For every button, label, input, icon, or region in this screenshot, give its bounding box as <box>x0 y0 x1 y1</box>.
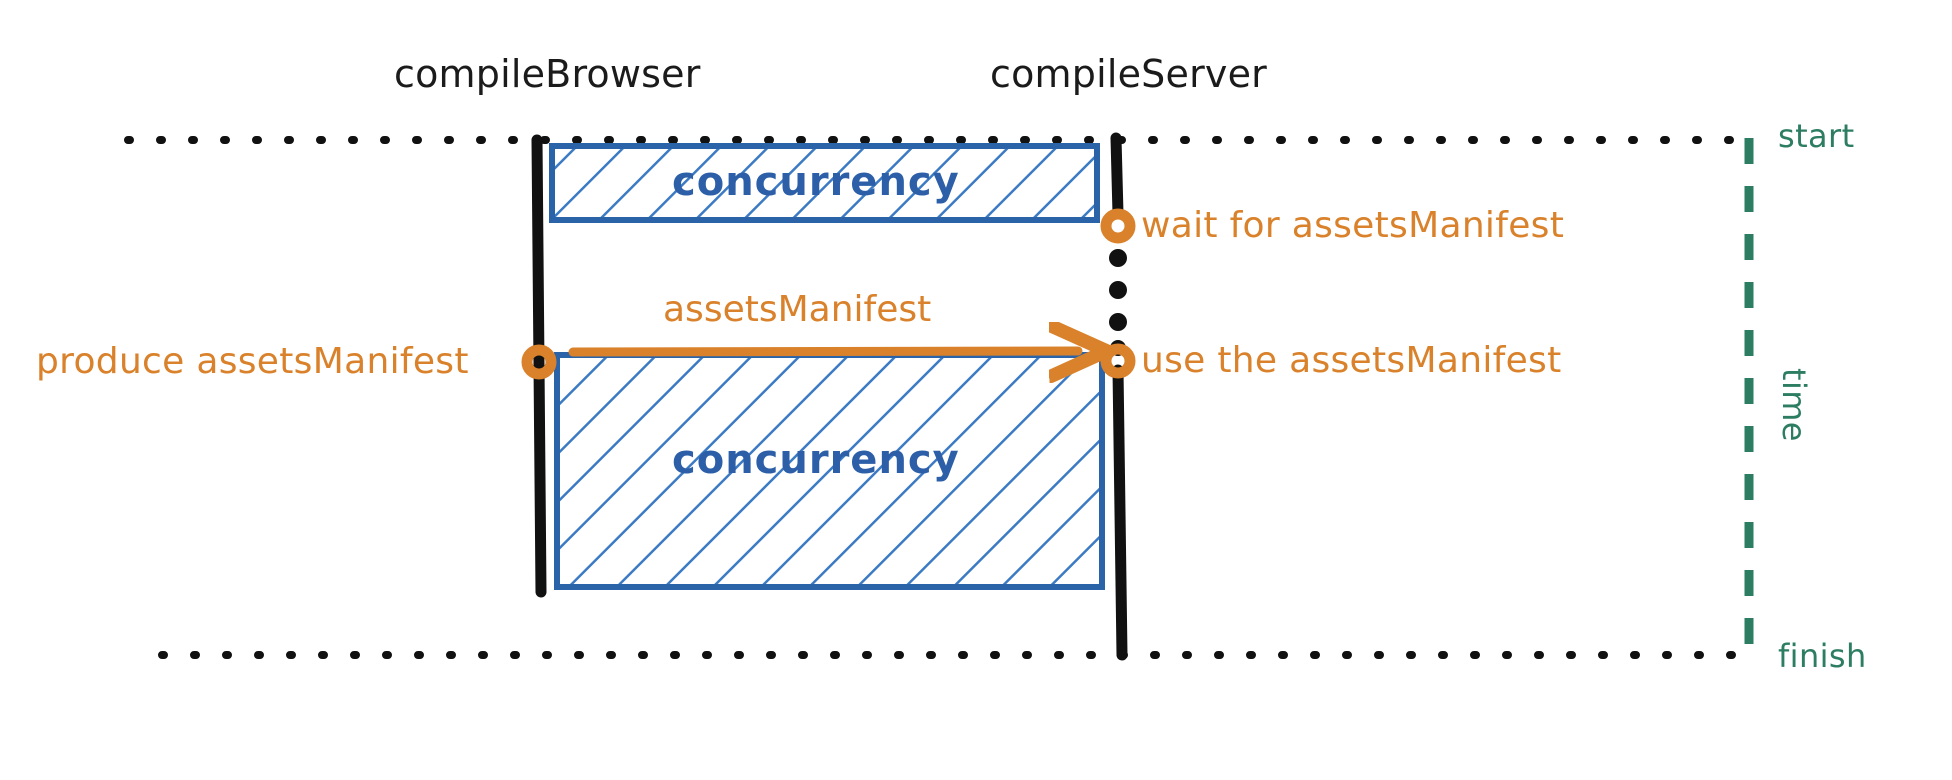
lifeline-compile-browser <box>531 134 547 598</box>
concurrency-label-top: concurrency <box>672 159 960 205</box>
message-arrow-assets-manifest <box>568 351 1078 352</box>
lifeline-waiting-dots <box>1109 249 1127 356</box>
event-marker-use-the-assets-manifest <box>1100 343 1136 379</box>
concurrency-block-bottom <box>554 352 1105 590</box>
concurrency-label-bottom: concurrency <box>672 437 960 483</box>
event-label-produce-assets-manifest: produce assetsManifest <box>36 341 469 382</box>
lane-title-compile-server: compileServer <box>990 52 1267 96</box>
time-axis-label: time <box>1775 368 1813 442</box>
event-label-wait-for-assets-manifest: wait for assetsManifest <box>1141 205 1565 246</box>
time-axis-finish-label: finish <box>1778 637 1867 675</box>
concurrency-block-top <box>549 143 1100 223</box>
event-marker-produce-assets-manifest <box>521 344 557 380</box>
lifeline-compile-server <box>1109 132 1128 661</box>
event-marker-wait-for-assets-manifest <box>1100 208 1136 244</box>
time-axis-start-label: start <box>1778 117 1855 155</box>
message-label-assets-manifest: assetsManifest <box>663 289 932 330</box>
event-label-use-the-assets-manifest: use the assetsManifest <box>1141 340 1562 381</box>
lane-title-compile-browser: compileBrowser <box>394 52 701 96</box>
